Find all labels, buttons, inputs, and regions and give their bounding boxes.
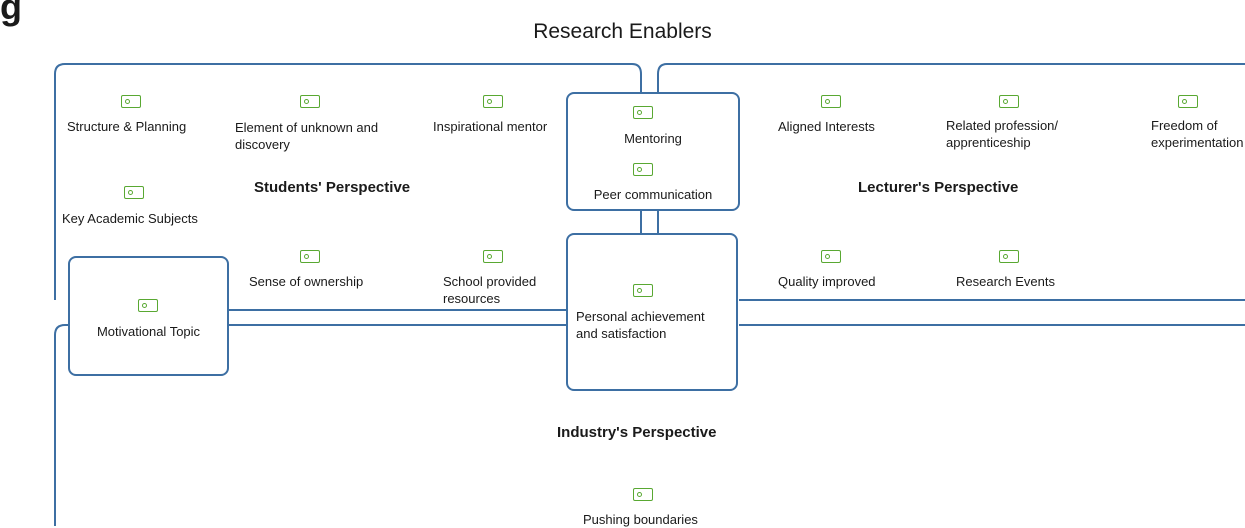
quality-improved-label: Quality improved: [778, 274, 876, 289]
peer-communication-label: Peer communication: [593, 187, 713, 202]
lecturers-perspective-heading: Lecturer's Perspective: [858, 179, 1019, 196]
industry-region-left: [54, 324, 68, 526]
money-icon: [483, 95, 503, 108]
money-icon: [633, 284, 653, 297]
personal-achievement-label: Personal achievement and satisfaction: [576, 309, 705, 341]
money-icon: [633, 106, 653, 119]
money-icon: [124, 186, 144, 199]
money-icon: [821, 250, 841, 263]
students-perspective-heading: Students' Perspective: [254, 179, 411, 196]
unknown-discovery-label: Element of unknown and discovery: [235, 120, 379, 152]
motivational-topic-box: [68, 256, 229, 376]
money-icon: [633, 488, 653, 501]
industry-perspective-heading: Industry's Perspective: [557, 424, 717, 441]
related-profession-label: Related profession/ apprenticeship: [946, 118, 1059, 150]
freedom-label: Freedom of experimentation: [1151, 118, 1244, 150]
money-icon: [633, 163, 653, 176]
personal-achievement-box: [566, 233, 738, 391]
money-icon: [821, 95, 841, 108]
money-icon: [300, 250, 320, 263]
motivational-topic-label: Motivational Topic: [96, 324, 201, 339]
money-icon: [483, 250, 503, 263]
key-academic-subjects-label: Key Academic Subjects: [62, 211, 198, 226]
inspirational-mentor-label: Inspirational mentor: [433, 119, 548, 134]
money-icon: [121, 95, 141, 108]
structure-planning-label: Structure & Planning: [67, 119, 187, 134]
lecturers-region-border: [657, 63, 1245, 92]
money-icon: [1178, 95, 1198, 108]
school-resources-label: School provided resources: [443, 274, 537, 306]
money-icon: [999, 250, 1019, 263]
money-icon: [138, 299, 158, 312]
students-region-border: [54, 63, 642, 300]
sense-of-ownership-label: Sense of ownership: [249, 274, 364, 289]
heading-fragment: g: [0, 0, 22, 27]
research-events-label: Research Events: [956, 274, 1055, 289]
mentoring-label: Mentoring: [624, 131, 682, 146]
mentoring-box: [566, 92, 740, 211]
pushing-boundaries-label: Pushing boundaries: [583, 512, 698, 527]
money-icon: [300, 95, 320, 108]
diagram-title: Research Enablers: [533, 20, 712, 43]
aligned-interests-label: Aligned Interests: [778, 119, 875, 134]
money-icon: [999, 95, 1019, 108]
